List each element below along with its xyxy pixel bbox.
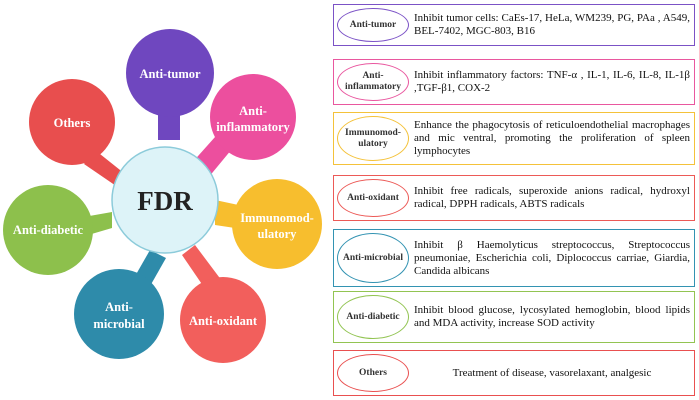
row-others: Others Treatment of disease, vasorelaxan… [333,350,695,396]
row-immunomodulatory: Immunomod-ulatory Enhance the phagocytos… [333,112,695,165]
petal-anti-oxidant [180,277,266,363]
row-anti-oxidant: Anti-oxidant Inhibit free radicals, supe… [333,175,695,221]
row-anti-tumor: Anti-tumor Inhibit tumor cells: CaEs-17,… [333,4,695,46]
row-text: Inhibit tumor cells: CaEs-17, HeLa, WM23… [414,12,690,37]
row-text: Inhibit blood glucose, lycosylated hemog… [414,304,690,329]
row-anti-microbial: Anti-microbial Inhibit β Haemolyticus st… [333,229,695,287]
row-text: Enhance the phagocytosis of reticuloendo… [414,119,690,157]
petal-label-anti-inflammatory: Anti-inflammatory [216,104,290,134]
petal-anti-microbial [74,269,164,359]
fdr-wheel: FDR Anti-tumor Anti-inflammatory Immunom… [3,29,322,363]
row-label: Anti-oxidant [337,179,409,217]
petal-label-anti-tumor: Anti-tumor [139,67,201,81]
row-anti-diabetic: Anti-diabetic Inhibit blood glucose, lyc… [333,291,695,343]
row-label: Anti-diabetic [337,295,409,339]
petal-label-anti-oxidant: Anti-oxidant [189,314,258,328]
petal-anti-diabetic [3,185,93,275]
petal-anti-tumor [126,29,214,117]
row-text: Treatment of disease, vasorelaxant, anal… [452,366,652,379]
petal-immunomodulatory [232,179,322,269]
row-label: Immunomod-ulatory [337,116,409,161]
row-anti-inflammatory: Anti-inflammatory Inhibit inflammatory f… [333,59,695,105]
row-label: Others [337,354,409,392]
row-text: Inhibit β Haemolyticus streptococcus, St… [414,238,690,277]
petal-label-anti-diabetic: Anti-diabetic [13,223,84,237]
row-label: Anti-inflammatory [337,63,409,101]
petal-label-others: Others [54,116,91,130]
row-text: Inhibit inflammatory factors: TNF-α , IL… [414,69,690,94]
center-label: FDR [137,186,193,216]
row-label: Anti-microbial [337,233,409,283]
petal-others [29,79,115,165]
petal-label-anti-microbial: Anti-microbial [93,300,145,331]
center-node [111,146,219,254]
petal-anti-inflammatory [210,74,296,160]
petal-label-immunomodulatory: Immunomod-ulatory [240,211,314,241]
row-text: Inhibit free radicals, superoxide anions… [414,185,690,210]
row-label: Anti-tumor [337,8,409,42]
